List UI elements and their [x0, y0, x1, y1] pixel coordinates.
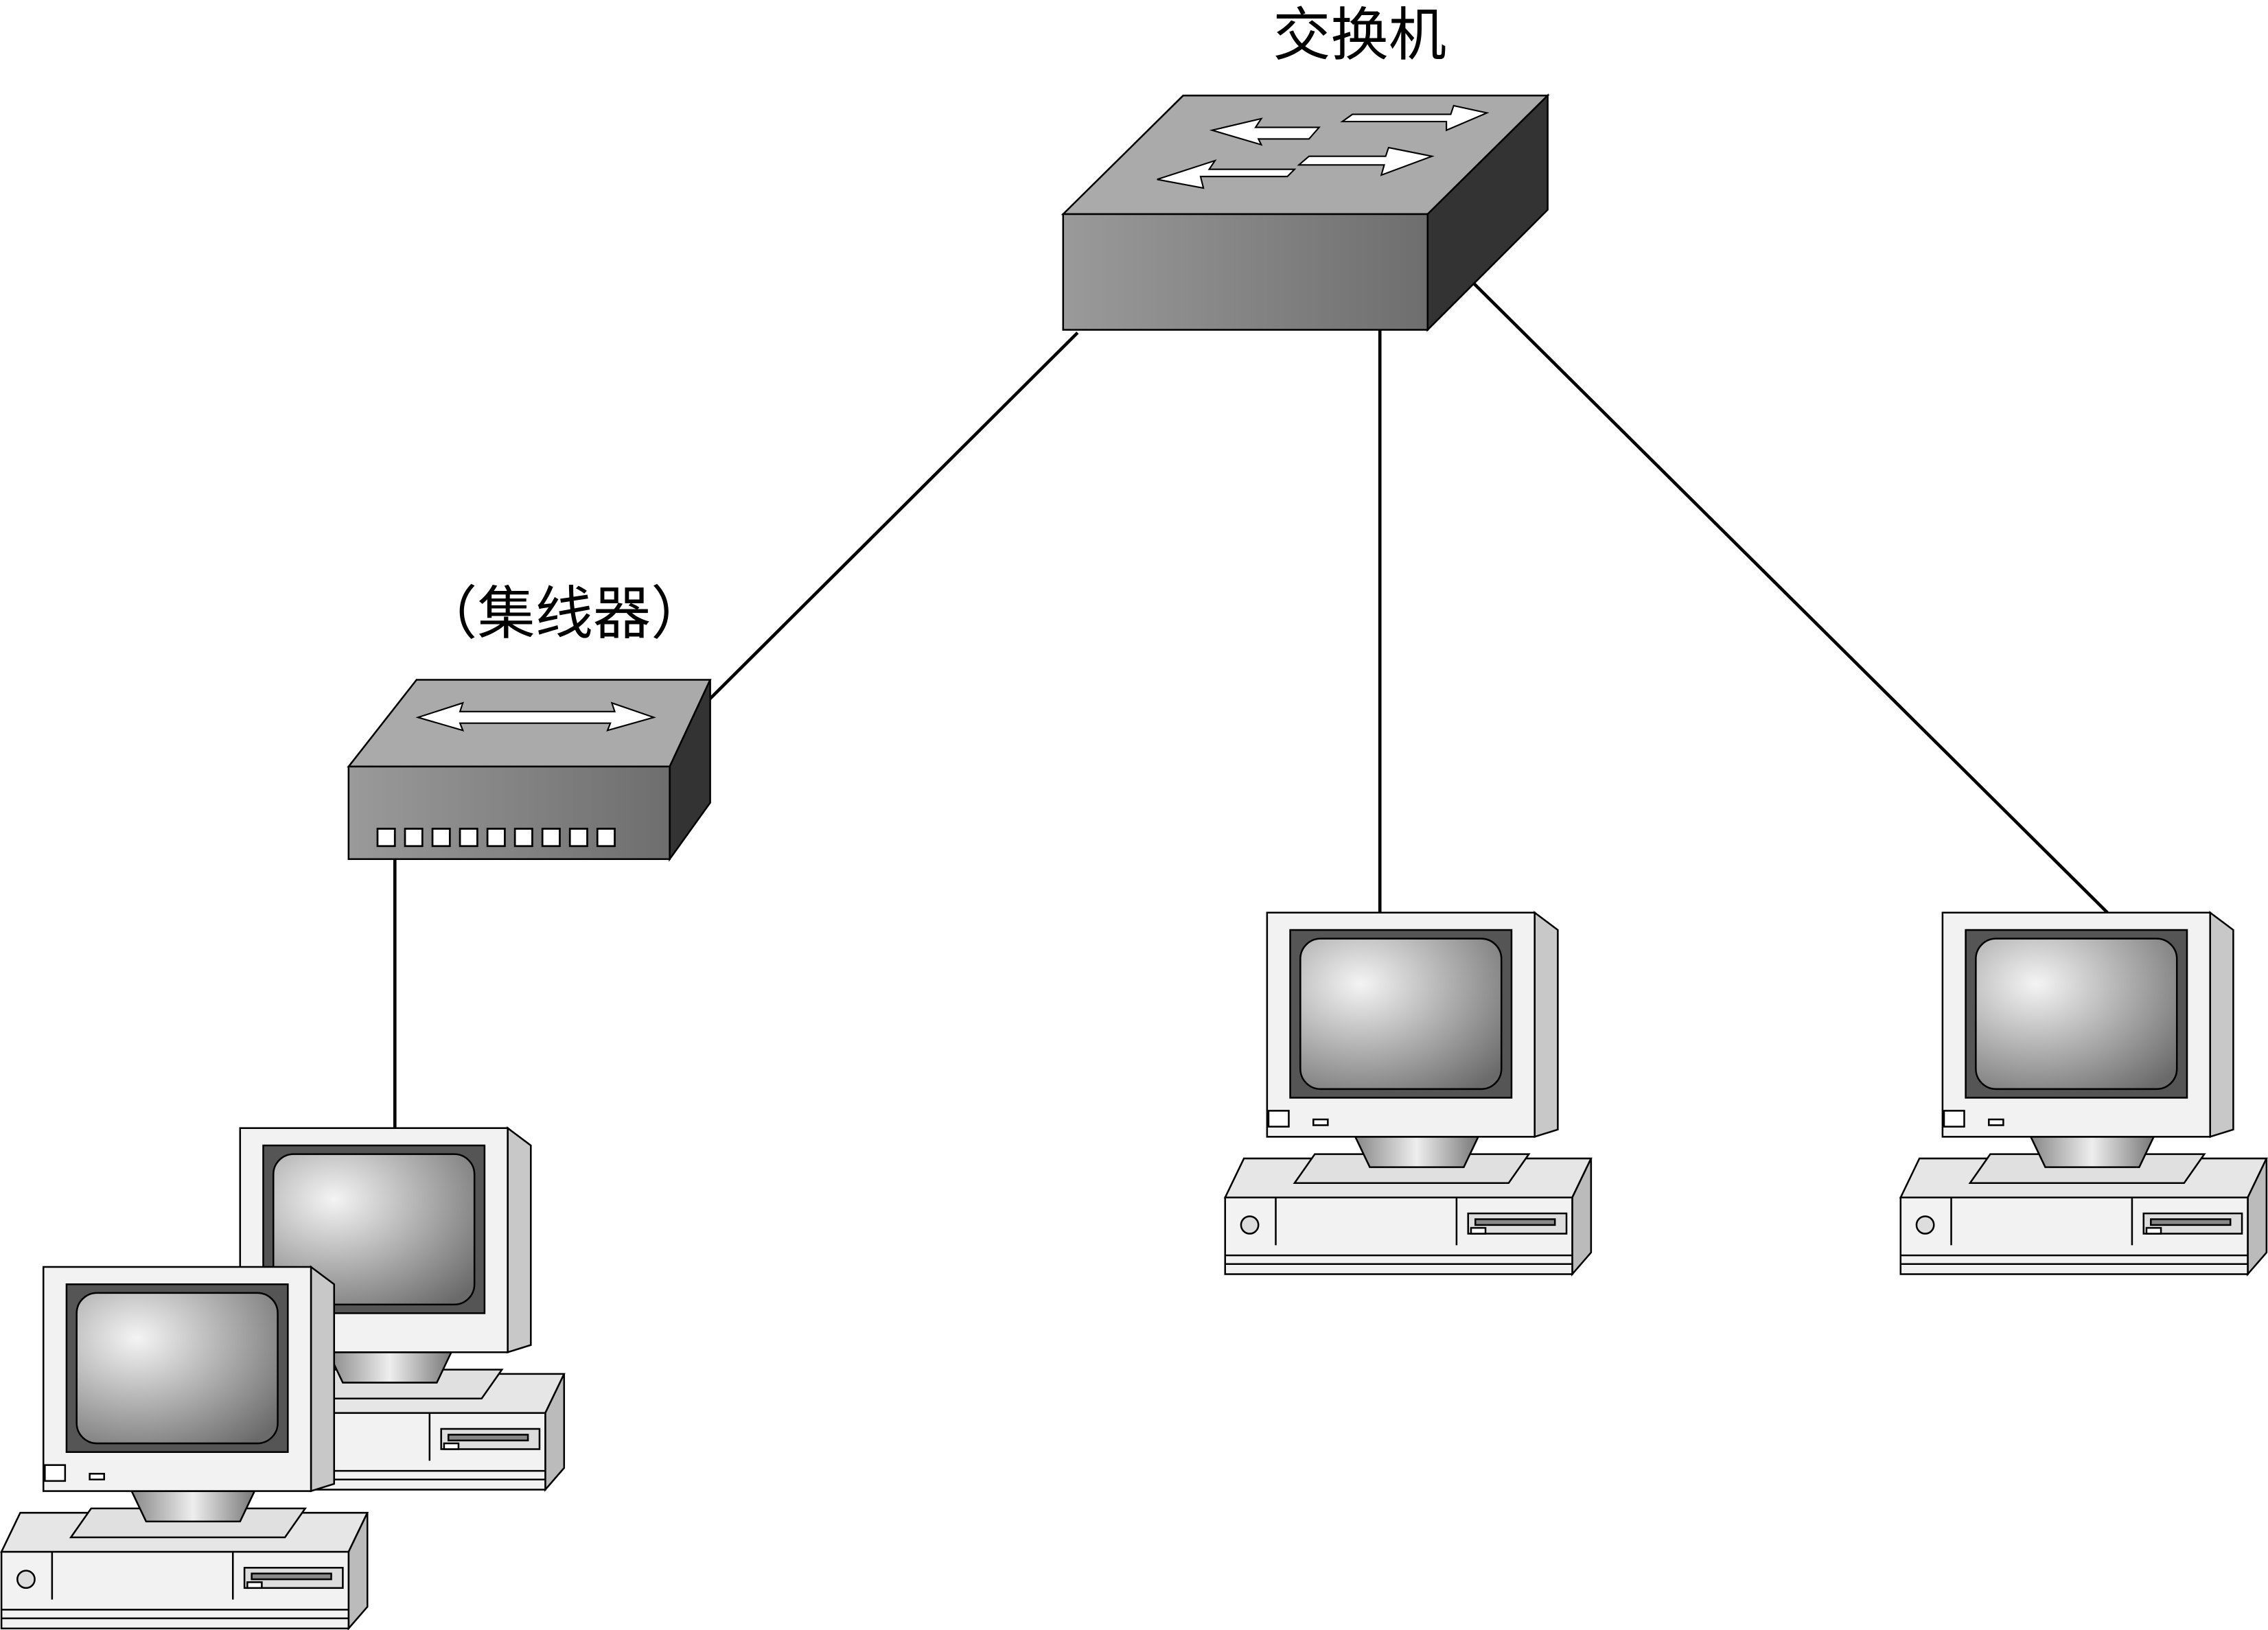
link-switch-hub	[707, 331, 1079, 701]
link-switch-pc4	[1471, 281, 2109, 914]
computer-icon-hub-front	[0, 1266, 369, 1630]
hub-device	[347, 679, 712, 862]
switch-device	[1061, 93, 1550, 332]
computer-icon-switch-right	[1899, 911, 2268, 1275]
hub-arrow-icon	[415, 701, 656, 732]
hub-label: （集线器）	[419, 580, 708, 647]
switch-arrows-icon	[1157, 104, 1490, 189]
hub-ports	[376, 828, 616, 848]
computer-icon-switch-middle	[1224, 911, 1593, 1275]
switch-label: 交换机	[1273, 1, 1446, 69]
